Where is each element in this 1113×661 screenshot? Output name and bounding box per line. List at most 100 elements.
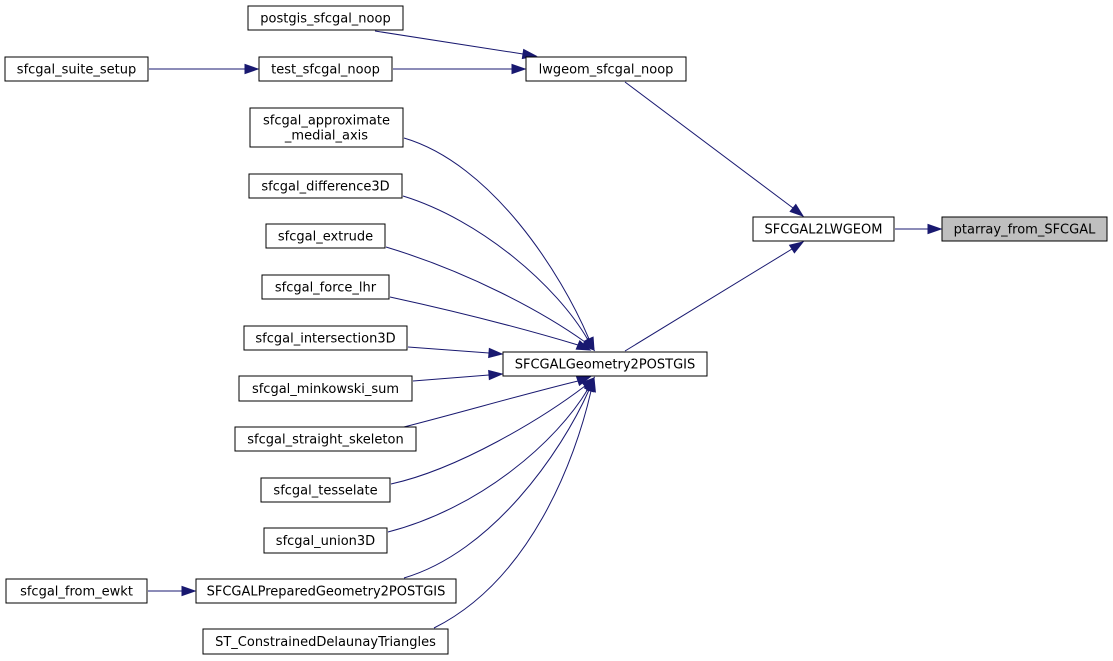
node-label: postgis_sfcgal_noop [260, 12, 390, 27]
node-sfcgal-straight-skeleton[interactable]: sfcgal_straight_skeleton [234, 426, 417, 452]
node-label: sfcgal_difference3D [261, 180, 389, 195]
node-box [249, 107, 404, 148]
node-box [247, 5, 404, 31]
edge-sfcgal-approximate-medial-axis-to-sfcgalgeometry2-postgis [403, 137, 595, 352]
node-sfcgal2-lwgeom[interactable]: SFCGAL2LWGEOM [752, 216, 895, 242]
edge-line [387, 388, 589, 533]
arrowhead [488, 347, 504, 359]
edge-sfcgal-intersection3-d-to-sfcgalgeometry2-postgis [407, 346, 504, 359]
node-sfcgalprepared-geometry2-postgis[interactable]: SFCGALPreparedGeometry2POSTGIS [195, 578, 457, 604]
node-test-sfcgal-noop[interactable]: test_sfcgal_noop [258, 56, 393, 82]
edge-postgis-sfcgal-noop-to-lwgeom-sfcgal-noop [374, 30, 538, 60]
node-label: lwgeom_sfcgal_noop [539, 63, 674, 78]
node-box [265, 223, 386, 249]
node-label: ST_ConstrainedDelaunayTriangles [215, 635, 436, 650]
node-box [195, 578, 457, 604]
edge-line [385, 246, 586, 343]
edge-st-constrained-delaunay-triangles-to-sfcgalgeometry2-postgis [433, 376, 596, 629]
node-postgis-sfcgal-noop[interactable]: postgis_sfcgal_noop [247, 5, 404, 31]
node-ptarray-from-sfcgal: ptarray_from_SFCGAL [941, 216, 1108, 242]
node-box [238, 375, 413, 402]
edge-line [624, 81, 794, 209]
node-box [752, 216, 895, 242]
edge-line [374, 30, 524, 55]
node-sfcgal-suite-setup[interactable]: sfcgal_suite_setup [4, 56, 149, 82]
edge-test-sfcgal-noop-to-lwgeom-sfcgal-noop [393, 63, 527, 75]
node-label: test_sfcgal_noop [271, 63, 380, 78]
node-sfcgal-from-ewkt[interactable]: sfcgal_from_ewkt [5, 578, 148, 604]
edge-sfcgal-tesselate-to-sfcgalgeometry2-postgis [390, 377, 596, 485]
edge-sfcgal-force-lhr-to-sfcgalgeometry2-postgis [389, 296, 592, 351]
node-box [258, 56, 393, 82]
arrowhead [585, 376, 596, 393]
node-box [234, 426, 417, 452]
node-sfcgal-tesselate[interactable]: sfcgal_tesselate [260, 477, 391, 503]
node-label: sfcgal_straight_skeleton [247, 433, 403, 448]
node-label: sfcgal_extrude [278, 230, 373, 245]
node-box [243, 325, 408, 351]
edge-line [433, 390, 592, 629]
graph-nodes: ptarray_from_SFCGAL SFCGAL2LWGEOM lwgeom_s… [4, 5, 1108, 655]
edge-line [399, 380, 579, 429]
node-sfcgal-approximate-medial-axis[interactable]: sfcgal_approximate_medial_axis [249, 107, 404, 148]
edge-line [390, 385, 586, 485]
arrowhead [511, 63, 527, 75]
arrowhead [244, 63, 260, 75]
edge-sfcgal-extrude-to-sfcgalgeometry2-postgis [385, 246, 596, 351]
node-sfcgalgeometry2-postgis[interactable]: SFCGALGeometry2POSTGIS [502, 351, 708, 377]
edge-sfcgalgeometry2-postgis-to-sfcgal2-lwgeom [624, 241, 805, 352]
edge-sfcgal-minkowski-sum-to-sfcgalgeometry2-postgis [412, 369, 504, 382]
node-label: SFCGALPreparedGeometry2POSTGIS [207, 585, 446, 600]
node-box [260, 477, 391, 503]
arrowhead [181, 585, 197, 597]
edge-sfcgal-union3-d-to-sfcgalgeometry2-postgis [387, 376, 595, 533]
node-label: sfcgal_union3D [276, 534, 375, 549]
node-st-constrained-delaunay-triangles[interactable]: ST_ConstrainedDelaunayTriangles [202, 628, 449, 655]
edge-line [403, 137, 590, 340]
arrowhead [789, 203, 805, 217]
node-sfcgal-minkowski-sum[interactable]: sfcgal_minkowski_sum [238, 375, 413, 402]
node-box [941, 216, 1108, 242]
node-label: SFCGAL2LWGEOM [765, 223, 883, 238]
node-label: ptarray_from_SFCGAL [954, 223, 1096, 238]
edge-sfcgal2-lwgeom-to-ptarray-from-sfcgal [895, 223, 943, 235]
node-box [4, 56, 149, 82]
edge-sfcgalprepared-geometry2-postgis-to-sfcgalgeometry2-postgis [403, 376, 595, 579]
edge-line [389, 296, 579, 346]
edge-line [624, 248, 793, 352]
edge-line [412, 374, 490, 382]
arrowhead [575, 340, 592, 351]
edge-line [403, 389, 590, 579]
edge-sfcgal-suite-setup-to-test-sfcgal-noop [149, 63, 260, 75]
node-box [5, 578, 148, 604]
node-label: sfcgal_approximate [263, 114, 390, 129]
edge-sfcgal-difference3-d-to-sfcgalgeometry2-postgis [402, 195, 595, 352]
node-box [525, 56, 687, 82]
edge-line [402, 195, 589, 341]
node-label: SFCGALGeometry2POSTGIS [515, 358, 696, 373]
edge-line [407, 346, 490, 354]
arrowhead [788, 241, 805, 254]
node-sfcgal-union3-d[interactable]: sfcgal_union3D [263, 527, 388, 554]
node-label: sfcgal_intersection3D [255, 332, 395, 347]
node-sfcgal-intersection3-d[interactable]: sfcgal_intersection3D [243, 325, 408, 351]
arrowhead [488, 369, 504, 381]
node-label: sfcgal_from_ewkt [20, 585, 133, 600]
node-sfcgal-force-lhr[interactable]: sfcgal_force_lhr [261, 274, 390, 300]
edge-lwgeom-sfcgal-noop-to-sfcgal2-lwgeom [624, 81, 805, 217]
node-label: _medial_axis [284, 129, 368, 144]
node-box [261, 274, 390, 300]
node-label: sfcgal_suite_setup [17, 63, 136, 78]
node-sfcgal-extrude[interactable]: sfcgal_extrude [265, 223, 386, 249]
node-label: sfcgal_tesselate [273, 484, 377, 499]
node-box [502, 351, 708, 377]
node-lwgeom-sfcgal-noop[interactable]: lwgeom_sfcgal_noop [525, 56, 687, 82]
node-box [202, 628, 449, 655]
graph-edges [148, 30, 943, 629]
node-box [248, 173, 403, 199]
node-label: sfcgal_force_lhr [275, 281, 377, 296]
arrowhead [927, 223, 943, 235]
edge-sfcgal-from-ewkt-to-sfcgalprepared-geometry2-postgis [148, 585, 197, 597]
node-sfcgal-difference3-d[interactable]: sfcgal_difference3D [248, 173, 403, 199]
